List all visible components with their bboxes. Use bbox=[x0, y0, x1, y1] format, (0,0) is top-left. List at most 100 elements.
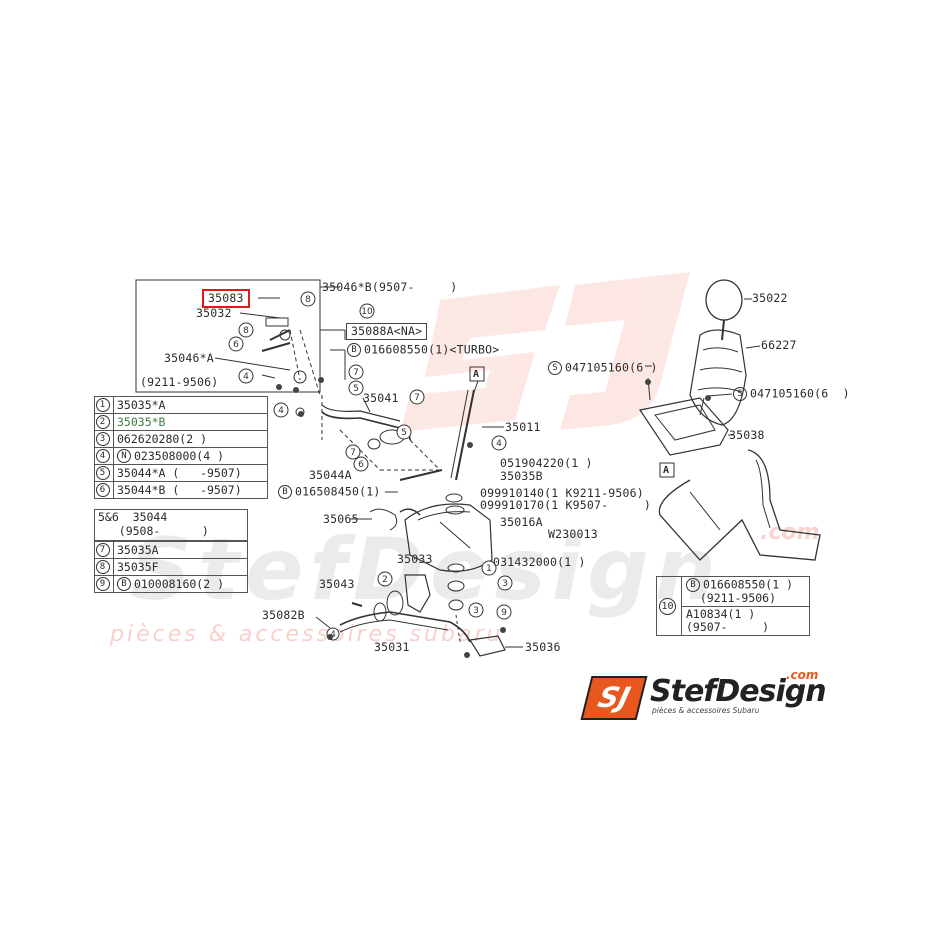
callout-35041: 35041 bbox=[363, 391, 399, 405]
callout-range-9211-9506: (9211-9506) bbox=[140, 375, 219, 389]
marker-3b: 3 bbox=[468, 602, 484, 618]
legend-text-5: 35044*A ( -9507) bbox=[113, 464, 268, 482]
stefdesign-logo-word: StefDesign bbox=[650, 674, 827, 709]
callout-099910140: 099910140(1 K9211-9506) bbox=[480, 486, 644, 500]
bolt-B-icon: B bbox=[347, 343, 361, 357]
callout-35016A: 35016A bbox=[500, 515, 543, 529]
num-8-icon: 8 bbox=[95, 560, 110, 575]
svg-text:5: 5 bbox=[401, 428, 407, 438]
num-10-icon: 10 bbox=[659, 597, 676, 615]
callout-35088A: 35088A<NA> bbox=[346, 323, 428, 340]
marker-10a: 10 bbox=[359, 303, 375, 319]
callout-35083-highlighted[interactable]: 35083 bbox=[202, 289, 250, 308]
callout-047105160-b-text: 047105160(6 ) bbox=[750, 386, 850, 401]
callout-66227: 66227 bbox=[761, 338, 797, 352]
marker-2a: 2 bbox=[377, 571, 393, 587]
ref-marker-A-right: A bbox=[663, 465, 670, 476]
marker-8b: 8 bbox=[238, 322, 254, 338]
stefdesign-logo-tagline: pièces & accessoires Subaru bbox=[652, 706, 760, 715]
svg-text:10: 10 bbox=[361, 307, 373, 317]
legend-text-4: 023508000(4 ) bbox=[134, 448, 225, 463]
screw-S-icon: S bbox=[548, 361, 562, 375]
infobox-num-cell: 10 bbox=[656, 576, 682, 636]
num-1-icon: 1 bbox=[95, 398, 110, 413]
callout-W230013: W230013 bbox=[548, 527, 598, 541]
legend-56-line2: (9508- ) bbox=[118, 524, 209, 538]
stefdesign-logo-com: .com bbox=[786, 668, 819, 682]
marker-5b: 5 bbox=[396, 424, 412, 440]
svg-text:4: 4 bbox=[243, 372, 249, 382]
svg-text:1: 1 bbox=[486, 564, 492, 574]
svg-text:3: 3 bbox=[473, 606, 479, 616]
num-9-icon: 9 bbox=[95, 577, 110, 592]
infobox-row1b: (9211-9506) bbox=[699, 591, 777, 605]
svg-text:9: 9 bbox=[501, 608, 507, 618]
callout-016608550-turbo-text: 016608550(1)<TURBO> bbox=[364, 342, 500, 357]
legend-text-9: 010008160(2 ) bbox=[134, 576, 225, 591]
legend-56-line1: 35044 bbox=[132, 510, 168, 524]
screw-S-icon: S bbox=[733, 387, 747, 401]
nut-N-icon: N bbox=[117, 449, 131, 464]
num-5-icon: 5 bbox=[95, 466, 110, 481]
watermark-logo bbox=[400, 272, 690, 432]
watermark-com: .com bbox=[760, 520, 820, 545]
callout-35046B: 35046*B(9507- ) bbox=[322, 280, 458, 294]
watermark-tagline: pièces & accessoires subaru bbox=[110, 622, 504, 647]
svg-text:5: 5 bbox=[353, 384, 359, 394]
callout-051904220: 051904220(1 ) bbox=[500, 456, 593, 470]
legend-text-1: 35035*A bbox=[113, 396, 268, 414]
callout-35043: 35043 bbox=[319, 577, 355, 591]
marker-3a: 3 bbox=[497, 575, 513, 591]
marker-7c: 7 bbox=[345, 444, 361, 460]
svg-text:7: 7 bbox=[353, 368, 359, 378]
callout-35036: 35036 bbox=[525, 640, 561, 654]
num-6-icon: 6 bbox=[95, 483, 110, 498]
bolt-B-icon: B bbox=[117, 577, 131, 592]
callout-35044A: 35044A bbox=[309, 468, 352, 482]
svg-text:2: 2 bbox=[382, 575, 388, 585]
marker-5a: 5 bbox=[348, 380, 364, 396]
num-2-icon: 2 bbox=[95, 415, 110, 430]
callout-35033: 35033 bbox=[397, 552, 433, 566]
legend-text-8: 35035F bbox=[113, 558, 248, 576]
infobox-row1a: 016608550(1 ) bbox=[703, 577, 794, 592]
marker-9a: 9 bbox=[496, 604, 512, 620]
svg-text:4: 4 bbox=[278, 406, 284, 416]
callout-047105160-a-text: 047105160(6 ) bbox=[565, 360, 658, 375]
bolt-B-icon: B bbox=[686, 578, 700, 592]
group-box-35046 bbox=[135, 279, 321, 393]
marker-7b: 7 bbox=[409, 389, 425, 405]
num-7-icon: 7 bbox=[95, 543, 110, 558]
svg-text:8: 8 bbox=[305, 295, 311, 305]
legend-text-7: 35035A bbox=[113, 541, 248, 559]
svg-text:7: 7 bbox=[350, 448, 356, 458]
svg-text:7: 7 bbox=[414, 393, 420, 403]
stefdesign-logo-mark: SJ bbox=[580, 676, 648, 720]
legend-text-6: 35044*B ( -9507) bbox=[113, 481, 268, 499]
legend-56-label: 5&6 bbox=[98, 510, 119, 524]
callout-35031: 35031 bbox=[374, 640, 410, 654]
marker-4c: 4 bbox=[491, 435, 507, 451]
callout-35011: 35011 bbox=[505, 420, 541, 434]
svg-text:4: 4 bbox=[496, 439, 502, 449]
infobox-row2a: A10834(1 ) bbox=[686, 607, 756, 621]
legend-56-table: 5&6 35044 (9508- ) bbox=[94, 509, 248, 541]
